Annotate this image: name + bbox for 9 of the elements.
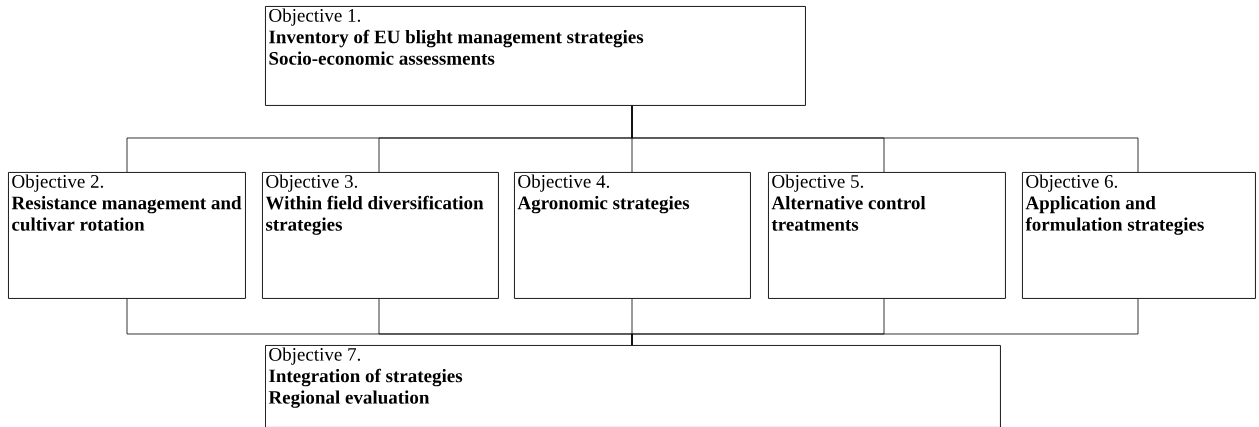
objective-box: Objective 5. Alternative control treatments	[768, 172, 1006, 299]
connector-line	[631, 105, 1139, 173]
connector-line	[631, 298, 1139, 346]
objective-box: Objective 7. Integration of strategies Regional evaluation	[265, 345, 1001, 427]
objective-box: Objective 6. Application and formulation strategies	[1022, 172, 1256, 299]
objective-box: Objective 3. Within field diversification strategies	[262, 172, 499, 299]
objective-box: Objective 4. Agronomic strategies	[514, 172, 751, 299]
objective-box: Objective 2. Resistance management and cultivar rotation	[8, 172, 246, 299]
objective-box: Objective 1. Inventory of EU blight management strategies Socio-economic assessments	[265, 6, 806, 106]
